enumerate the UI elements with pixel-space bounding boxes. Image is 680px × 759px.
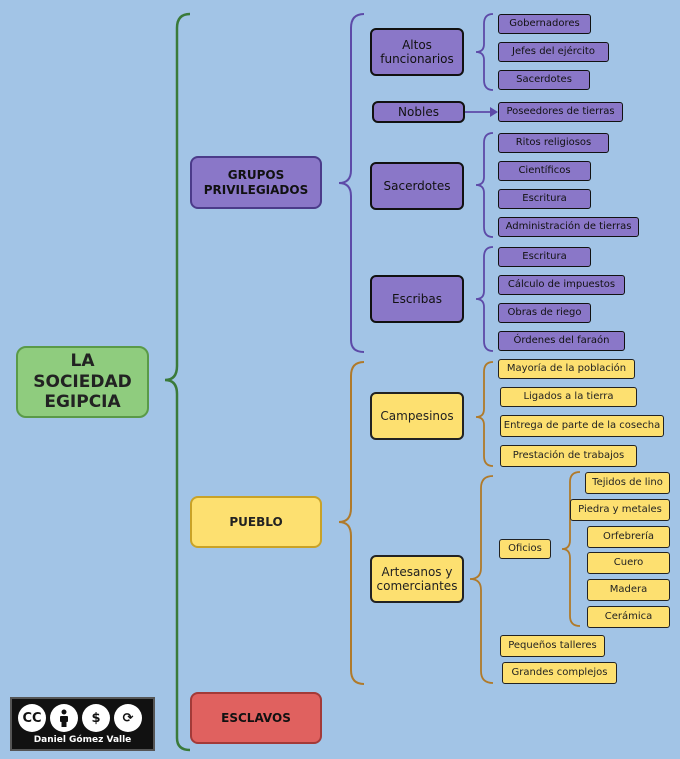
group-pueblo-label: PUEBLO: [229, 514, 283, 529]
leaf-label: Obras de riego: [507, 307, 582, 318]
node-sacerdotes: Sacerdotes: [370, 162, 464, 210]
group-privilegiados: GRUPOS PRIVILEGIADOS: [190, 156, 322, 209]
leaf-label: Cálculo de impuestos: [507, 279, 616, 290]
leaf-label: Madera: [609, 584, 648, 595]
node-nobles-label: Nobles: [398, 104, 439, 119]
node-nobles: Nobles: [372, 101, 465, 123]
node-campesinos-label: Campesinos: [380, 408, 454, 423]
leaf-label: Sacerdotes: [516, 74, 572, 85]
group-pueblo: PUEBLO: [190, 496, 322, 548]
noncommercial-icon: $: [82, 704, 110, 732]
author-name: Daniel Gómez Valle: [33, 735, 132, 745]
leaf-escritura: Escritura: [498, 189, 591, 209]
leaf-label: Escritura: [522, 251, 567, 262]
attribution-glyph: [60, 709, 68, 727]
leaf-label: Gobernadores: [509, 18, 580, 29]
leaf-label: Cuero: [613, 557, 644, 568]
sharealike-icon: ⟳: [114, 704, 142, 732]
leaf-label: Cerámica: [604, 611, 653, 622]
leaf-prestacion: Prestación de trabajos: [500, 445, 637, 467]
leaf-tejidos: Tejidos de lino: [585, 472, 670, 494]
leaf-cientificos: Científicos: [498, 161, 591, 181]
leaf-mayoria: Mayoría de la población: [498, 359, 635, 379]
leaf-escritura-2: Escritura: [498, 247, 591, 267]
leaf-orfebreria: Orfebrería: [587, 526, 670, 548]
node-artesanos: Artesanos y comerciantes: [370, 555, 464, 603]
leaf-entrega: Entrega de parte de la cosecha: [500, 415, 664, 437]
leaf-jefes-ejercito: Jefes del ejército: [498, 42, 609, 62]
root-label: LA SOCIEDAD EGIPCIA: [33, 351, 132, 413]
leaf-poseedores: Poseedores de tierras: [498, 102, 623, 122]
leaf-label: Órdenes del faraón: [513, 335, 610, 346]
leaf-label: Científicos: [518, 165, 571, 176]
leaf-impuestos: Cálculo de impuestos: [498, 275, 625, 295]
leaf-label: Pequeños talleres: [508, 640, 597, 651]
leaf-piedra: Piedra y metales: [570, 499, 670, 521]
leaf-ligados: Ligados a la tierra: [500, 387, 637, 407]
leaf-sacerdotes: Sacerdotes: [498, 70, 590, 90]
leaf-gobernadores: Gobernadores: [498, 14, 591, 34]
leaf-label: Prestación de trabajos: [512, 450, 625, 461]
leaf-madera: Madera: [587, 579, 670, 601]
node-altos-funcionarios: Altos funcionarios: [370, 28, 464, 76]
leaf-administracion: Administración de tierras: [498, 217, 639, 237]
leaf-grandes-complejos: Grandes complejos: [502, 662, 617, 684]
attribution-icon: [50, 704, 78, 732]
leaf-label: Poseedores de tierras: [506, 106, 615, 117]
leaf-label: Oficios: [508, 543, 542, 554]
node-escribas: Escribas: [370, 275, 464, 323]
leaf-label: Mayoría de la población: [506, 363, 627, 374]
leaf-obras-riego: Obras de riego: [498, 303, 591, 323]
group-privilegiados-label: GRUPOS PRIVILEGIADOS: [203, 168, 309, 197]
leaf-label: Ligados a la tierra: [523, 391, 614, 402]
group-esclavos: ESCLAVOS: [190, 692, 322, 744]
leaf-ordenes: Órdenes del faraón: [498, 331, 625, 351]
leaf-label: Jefes del ejército: [512, 46, 595, 57]
leaf-label: Grandes complejos: [511, 667, 608, 678]
node-campesinos: Campesinos: [370, 392, 464, 440]
root-node: LA SOCIEDAD EGIPCIA: [16, 346, 149, 418]
leaf-ceramica: Cerámica: [587, 606, 670, 628]
node-escribas-label: Escribas: [392, 291, 442, 306]
leaf-label: Entrega de parte de la cosecha: [503, 420, 661, 431]
license-badge: CC $ ⟳ Daniel Gómez Valle: [10, 697, 155, 751]
leaf-label: Orfebrería: [602, 531, 655, 542]
node-altos-label: Altos funcionarios: [380, 37, 454, 66]
leaf-cuero: Cuero: [587, 552, 670, 574]
node-oficios: Oficios: [499, 539, 551, 559]
node-artesanos-label: Artesanos y comerciantes: [376, 564, 458, 593]
leaf-label: Piedra y metales: [578, 504, 662, 515]
leaf-pequenos-talleres: Pequeños talleres: [500, 635, 605, 657]
group-esclavos-label: ESCLAVOS: [221, 710, 291, 725]
cc-icon: CC: [18, 704, 46, 732]
node-sacerdotes-label: Sacerdotes: [383, 178, 451, 193]
leaf-label: Tejidos de lino: [592, 477, 663, 488]
leaf-ritos: Ritos religiosos: [498, 133, 609, 153]
leaf-label: Escritura: [522, 193, 567, 204]
leaf-label: Administración de tierras: [505, 221, 632, 232]
leaf-label: Ritos religiosos: [515, 137, 592, 148]
